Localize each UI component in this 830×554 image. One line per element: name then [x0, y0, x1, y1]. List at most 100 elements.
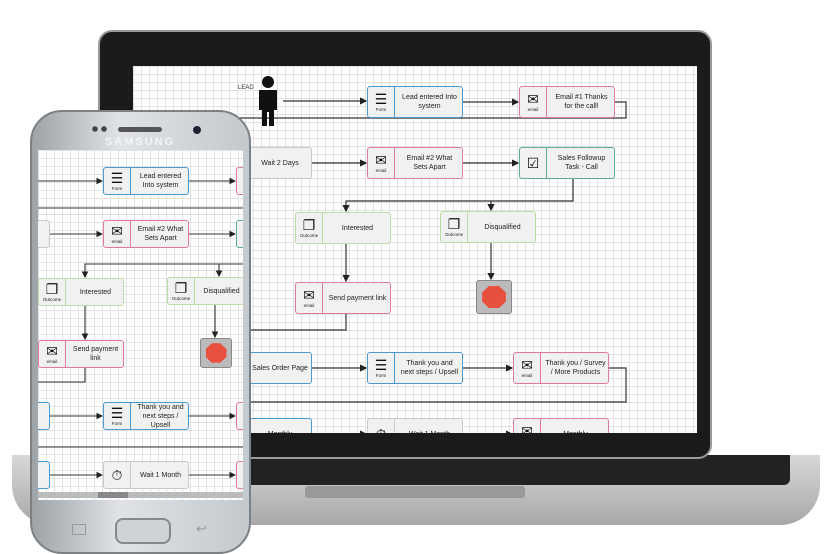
phone-home-button[interactable]	[115, 518, 171, 544]
form-icon: ☰Form	[368, 353, 395, 383]
form-icon: ☰Form	[104, 168, 131, 194]
node-label: Interested	[341, 224, 374, 232]
email-icon: ✉email	[520, 87, 547, 117]
email-glyph-icon: ✉	[521, 423, 533, 434]
node-label: s	[38, 230, 49, 239]
laptop-stop-node[interactable]	[476, 280, 512, 314]
phone-node-email1-partial[interactable]: ✉email	[236, 167, 243, 195]
node-label: Thank you and next steps / Upsell	[400, 360, 459, 376]
node-label: Wait 1 Month	[397, 430, 462, 434]
icon-caption: email	[375, 168, 387, 173]
laptop-node-thank-you-next[interactable]: ☰Form Thank you and next steps / Upsell	[367, 352, 463, 384]
outcome-icon: ❐Outcome	[39, 279, 66, 305]
stop-sign-icon	[205, 343, 227, 363]
phone-node-order-partial[interactable]: er	[38, 402, 50, 430]
outcome-icon: ❐Outcome	[441, 212, 468, 242]
task-icon: ☑	[237, 221, 243, 247]
phone-brand-logo: SAMSUNG	[104, 136, 176, 148]
node-label: Disqualified	[484, 223, 521, 231]
email-icon: ✉email	[39, 341, 66, 367]
laptop-node-monthly-email[interactable]: ✉emailMonthly	[513, 418, 609, 433]
laptop-node-wait-1-month[interactable]: ⏱Wait 1 Month	[367, 418, 463, 433]
form-icon: ☰Form	[368, 87, 395, 117]
email-icon: ✉email	[237, 168, 243, 194]
form-icon: ☰Form	[104, 403, 131, 429]
wait-glyph-icon: ⏱	[111, 466, 123, 483]
lead-person-icon	[253, 74, 283, 126]
icon-caption: email	[303, 303, 315, 308]
email-icon: ✉email	[104, 221, 131, 247]
node-label: er	[38, 412, 49, 421]
node-label: Wait 2 Days	[261, 159, 299, 167]
phone-node-lead-entered[interactable]: ☰Form Lead entered Into system	[103, 167, 189, 195]
phone-node-monthly-partial[interactable]: r	[38, 461, 50, 489]
form-glyph-icon: ☰	[374, 91, 388, 107]
icon-caption: Form	[111, 421, 123, 426]
laptop-node-sales-followup[interactable]: ☑Sales Followup Task - Call	[519, 147, 615, 179]
phone-node-monthly-email-partial[interactable]: ✉email	[236, 461, 243, 489]
icon-caption: Form	[111, 186, 123, 191]
phone-node-sales-partial[interactable]: ☑	[236, 220, 243, 248]
email-glyph-icon: ✉	[46, 343, 58, 359]
wait-icon: ⏱	[104, 462, 131, 488]
laptop-node-sales-order[interactable]: Sales Order Page	[248, 352, 312, 384]
phone-connectors	[38, 177, 243, 479]
stop-sign-icon	[482, 285, 506, 309]
outcome-glyph-icon: ❐	[447, 216, 461, 232]
laptop-trackpad	[305, 486, 525, 498]
node-label: Lead entered Into system	[139, 173, 182, 189]
form-glyph-icon: ☰	[374, 357, 388, 373]
email-glyph-icon: ✉	[521, 357, 533, 373]
laptop-node-monthly[interactable]: Monthly	[248, 418, 312, 433]
outcome-glyph-icon: ❐	[174, 280, 188, 296]
laptop-node-disqualified[interactable]: ❐Outcome Disqualified	[440, 211, 536, 243]
phone-back-button[interactable]: ↩	[196, 521, 207, 536]
lead-label: LEAD	[238, 85, 254, 91]
outcome-icon: ❐Outcome	[296, 213, 323, 243]
icon-caption: email	[527, 107, 539, 112]
phone-scrollbar[interactable]	[38, 492, 243, 498]
phone-recent-apps-button[interactable]	[72, 524, 86, 535]
icon-caption: Outcome	[299, 233, 319, 238]
node-label: Email #2 What Sets Apart	[406, 155, 453, 171]
node-label: Lead entered Into system	[402, 94, 457, 110]
laptop-node-lead-entered[interactable]: ☰Form Lead entered Into system	[367, 86, 463, 118]
laptop-node-interested[interactable]: ❐Outcome Interested	[295, 212, 391, 244]
email-icon: ✉email	[368, 148, 395, 178]
icon-caption: email	[46, 359, 58, 364]
phone-node-email-2[interactable]: ✉email Email #2 What Sets Apart	[103, 220, 189, 248]
laptop-node-wait-2-days[interactable]: Wait 2 Days	[248, 147, 312, 179]
node-label: Thank you / Survey / More Products	[545, 360, 606, 376]
outcome-glyph-icon: ❐	[302, 217, 316, 233]
email-glyph-icon: ✉	[375, 152, 387, 168]
email-icon: ✉email	[237, 403, 243, 429]
node-label: Disqualified	[203, 287, 240, 295]
email-icon: ✉email	[514, 353, 541, 383]
form-glyph-icon: ☰	[110, 170, 124, 186]
icon-caption: Outcome	[171, 296, 191, 301]
node-label: Send payment link	[72, 346, 119, 362]
laptop-node-email-2[interactable]: ✉email Email #2 What Sets Apart	[367, 147, 463, 179]
phone-node-survey-partial[interactable]: ✉email	[236, 402, 243, 430]
node-label: Send payment link	[328, 294, 387, 302]
node-label: Monthly	[543, 430, 608, 434]
node-label: Email #2 What Sets Apart	[137, 226, 184, 242]
node-label: Monthly	[249, 430, 311, 434]
phone-node-wait-1-month[interactable]: ⏱Wait 1 Month	[103, 461, 189, 489]
phone-stop-node[interactable]	[200, 338, 232, 368]
icon-caption: Form	[375, 373, 387, 378]
phone-node-disqualified[interactable]: ❐Outcome Disqualified	[167, 277, 243, 305]
phone-node-send-payment[interactable]: ✉email Send payment link	[38, 340, 124, 368]
email-glyph-icon: ✉	[527, 91, 539, 107]
node-label: Sales Order Page	[252, 364, 308, 372]
phone-node-wait-partial[interactable]: s	[38, 220, 50, 248]
outcome-icon: ❐Outcome	[168, 278, 195, 304]
icon-caption: Outcome	[444, 232, 464, 237]
task-glyph-icon: ☑	[526, 154, 540, 171]
